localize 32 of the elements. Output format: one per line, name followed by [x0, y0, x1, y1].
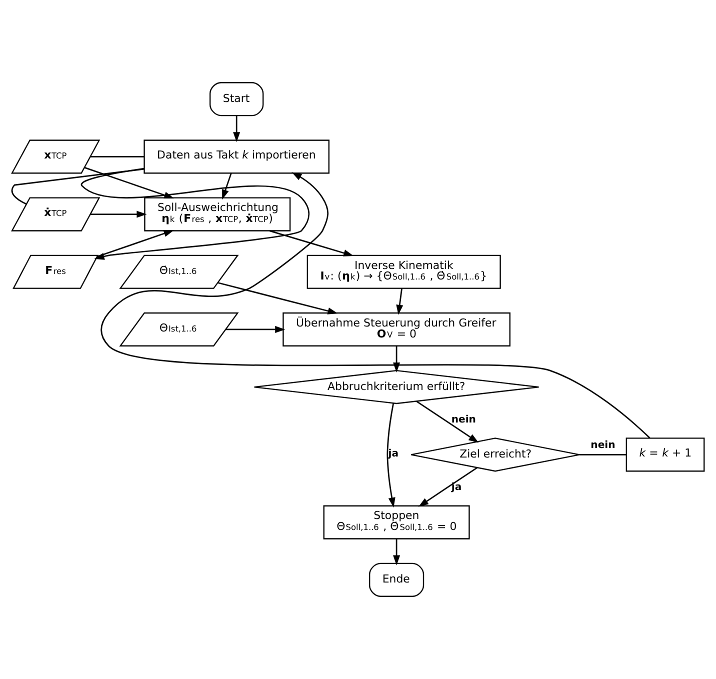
connector	[11, 168, 144, 205]
arrow	[90, 210, 147, 218]
arrow	[269, 230, 354, 256]
arrow	[218, 282, 338, 314]
arrow	[416, 400, 479, 443]
arrow	[84, 166, 174, 199]
node-box: k = k + 1	[626, 438, 705, 472]
arrow	[396, 288, 404, 315]
arrow	[100, 172, 650, 439]
edge-label: nein	[590, 440, 616, 452]
node-box: Inverse Kinematik Iv: (ηk) → {ΘSoll,1..6 , Θ̇Soll,1..6}	[306, 254, 501, 289]
edge-label: ja	[388, 448, 399, 460]
arrow	[96, 230, 174, 258]
node-box: Ende	[368, 562, 424, 597]
node-box: Start	[209, 82, 264, 116]
node-box: Stoppen ΘSoll,1..6 , Θ̇Soll,1..6 = 0	[323, 505, 470, 540]
arrow	[393, 539, 400, 566]
arrow	[393, 346, 400, 373]
arrow	[222, 173, 232, 200]
edge-label: nein	[451, 414, 476, 426]
connector	[580, 454, 626, 456]
node-diamond: Ziel erreicht?	[410, 438, 580, 472]
node-box: Soll-Ausweichrichtung ηk (Fres , xTCP, ẋTCP)	[144, 197, 291, 232]
arrow	[386, 403, 396, 508]
connector	[90, 156, 144, 158]
arrow	[226, 326, 286, 333]
edge-label: ja	[451, 482, 462, 494]
arrow	[233, 116, 240, 142]
node-box: Daten aus Takt k importieren	[144, 140, 330, 174]
arrow	[418, 467, 478, 507]
node-box: Übernahme Steuerung durch Greifer OV = 0	[282, 312, 510, 346]
node-diamond: Abbruchkriterium erfüllt?	[254, 370, 540, 404]
